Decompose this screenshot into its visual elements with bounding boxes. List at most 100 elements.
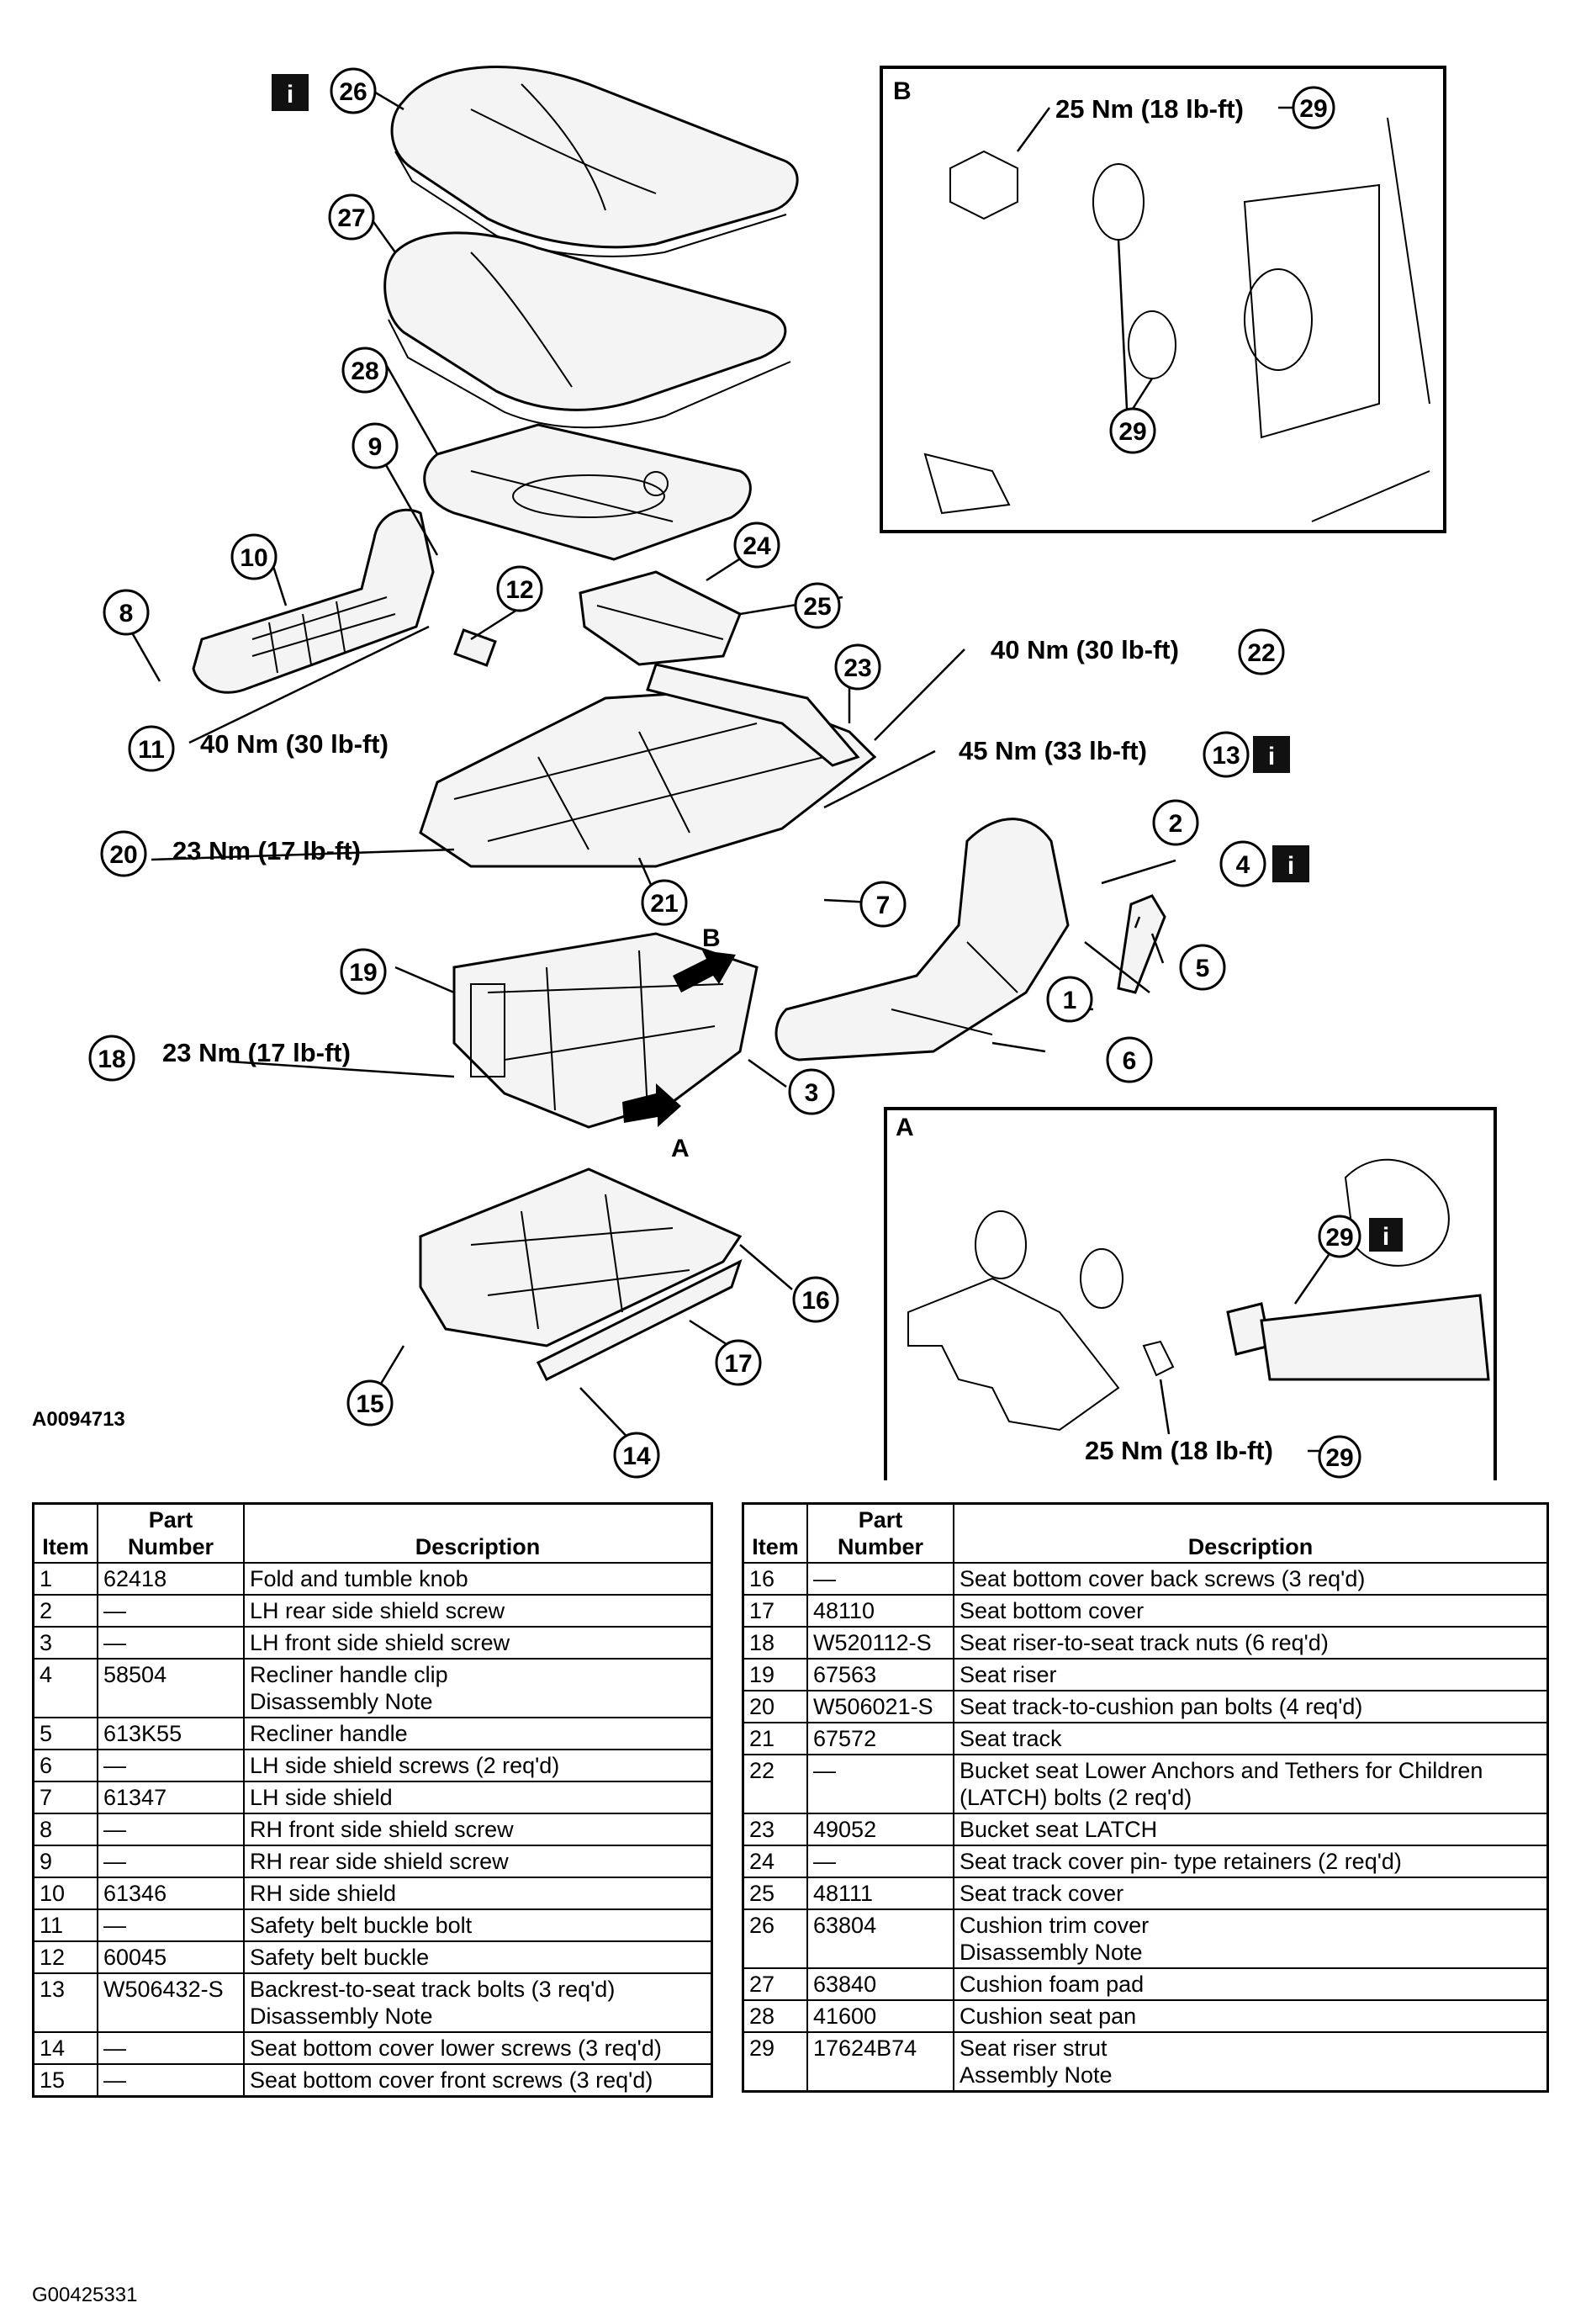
callout-2: 2 [1152,799,1199,846]
item-number-cell: 28 [742,1999,808,2033]
part-number-cell: — [97,1749,245,1782]
diagram-svg: B 25 Nm (18 lb-ft) 29 29 A 25 Nm (18 lb-… [32,66,1497,1480]
part-number-cell: 60045 [97,1940,245,1974]
callout-25: 25 [794,582,841,629]
part-number-cell: — [97,1813,245,1846]
item-number-cell: 12 [32,1940,98,1974]
item-number-cell: 7 [32,1781,98,1814]
item-number-cell: 16 [742,1562,808,1596]
description-line: RH rear side shield screw [250,1849,509,1874]
svg-text:29: 29 [1118,418,1146,446]
item-number-cell: 15 [32,2063,98,2098]
inset-b-torque: 25 Nm (18 lb-ft) [1055,94,1244,124]
part-number-cell: — [97,2063,245,2098]
item-number-cell: 21 [742,1722,808,1755]
callout-24: 24 [733,521,780,569]
svg-text:1: 1 [1063,987,1077,1014]
description-line: RH front side shield screw [250,1817,514,1842]
description-line: Assembly Note [960,2062,1113,2088]
callout-29-inset-a-top: 29 [1318,1215,1361,1258]
description-cell: Seat bottom cover back screws (3 req'd) [953,1562,1549,1596]
description-line: Seat bottom cover back screws (3 req'd) [960,1566,1366,1591]
description-cell: RH front side shield screw [243,1813,713,1846]
svg-text:26: 26 [339,78,367,106]
callout-11: 11 [128,725,175,772]
torque-item-11: 40 Nm (30 lb-ft) [200,729,389,759]
item-number-cell: 17 [742,1594,808,1628]
callout-22: 22 [1238,628,1285,675]
pointer-b-arrow: B [673,924,736,993]
header-part-number: Part Number [97,1502,245,1564]
item-number-cell: 23 [742,1813,808,1846]
description-line: Seat bottom cover [960,1598,1145,1623]
description-cell: Seat riser-to-seat track nuts (6 req'd) [953,1626,1549,1660]
item-number-cell: 20 [742,1690,808,1723]
svg-text:i: i [1382,1223,1389,1251]
description-cell: Fold and tumble knob [243,1562,713,1596]
svg-text:2: 2 [1169,810,1183,838]
svg-text:17: 17 [724,1350,752,1378]
part-number-cell: 61346 [97,1877,245,1910]
svg-text:18: 18 [98,1046,125,1073]
item-number-cell: 5 [32,1717,98,1750]
description-line: Bucket seat Lower Anchors and Tethers fo… [960,1758,1483,1783]
description-cell: Seat track cover [953,1877,1549,1910]
item-number-cell: 25 [742,1877,808,1910]
pointer-a-arrow: A [622,1083,690,1162]
part-number-cell: W520112-S [806,1626,954,1660]
description-cell: RH rear side shield screw [243,1845,713,1878]
svg-text:23: 23 [843,654,871,682]
info-icon-item-26: i [272,74,309,111]
svg-text:16: 16 [801,1287,829,1315]
svg-text:9: 9 [368,433,383,461]
table-row: 11—Safety belt buckle bolt [32,1908,713,1942]
svg-text:28: 28 [351,357,378,385]
info-icon-inset-a [1369,1218,1403,1252]
header-part-number: Part Number [806,1502,954,1564]
cushion-foam-pad-part [383,231,791,429]
description-cell: LH rear side shield screw [243,1594,713,1628]
svg-text:B: B [702,924,721,952]
part-number-cell: 48111 [806,1877,954,1910]
svg-text:6: 6 [1123,1047,1137,1075]
description-line: Cushion foam pad [960,1972,1145,1997]
callout-1: 1 [1046,976,1093,1023]
inset-b-detail: B 25 Nm (18 lb-ft) 29 29 [880,66,1446,533]
header-item: Item [32,1502,98,1564]
description-cell: Cushion seat pan [953,1999,1549,2033]
svg-text:i: i [287,81,293,109]
svg-text:19: 19 [349,959,377,987]
item-number-cell: 22 [742,1754,808,1814]
inset-a-torque: 25 Nm (18 lb-ft) [1085,1436,1273,1465]
svg-text:12: 12 [505,576,533,604]
description-line: Seat track-to-cushion pan bolts (4 req'd… [960,1694,1363,1719]
item-number-cell: 13 [32,1972,98,2033]
svg-text:i: i [1268,743,1275,770]
item-number-cell: 8 [32,1813,98,1846]
callout-21: 21 [641,879,688,926]
part-number-cell: 63840 [806,1967,954,2001]
description-cell: Recliner handle [243,1717,713,1750]
header-description: Description [953,1502,1549,1564]
description-line: RH side shield [250,1881,397,1906]
callout-26: 26 [330,67,377,114]
inset-b-letter: B [893,77,912,105]
description-line: LH front side shield screw [250,1630,510,1655]
svg-text:22: 22 [1247,639,1275,667]
description-line: Seat riser-to-seat track nuts (6 req'd) [960,1630,1329,1655]
svg-text:27: 27 [337,204,365,232]
torque-item-20: 23 Nm (17 lb-ft) [172,836,361,866]
description-line: Bucket seat LATCH [960,1817,1158,1842]
svg-text:A: A [671,1135,690,1162]
inset-a-detail: A 25 Nm (18 lb-ft) 29 29 i [884,1107,1497,1480]
description-line: Seat bottom cover lower screws (3 req'd) [250,2035,662,2061]
description-cell: Seat bottom cover front screws (3 req'd) [243,2063,713,2098]
svg-text:29: 29 [1325,1444,1353,1472]
